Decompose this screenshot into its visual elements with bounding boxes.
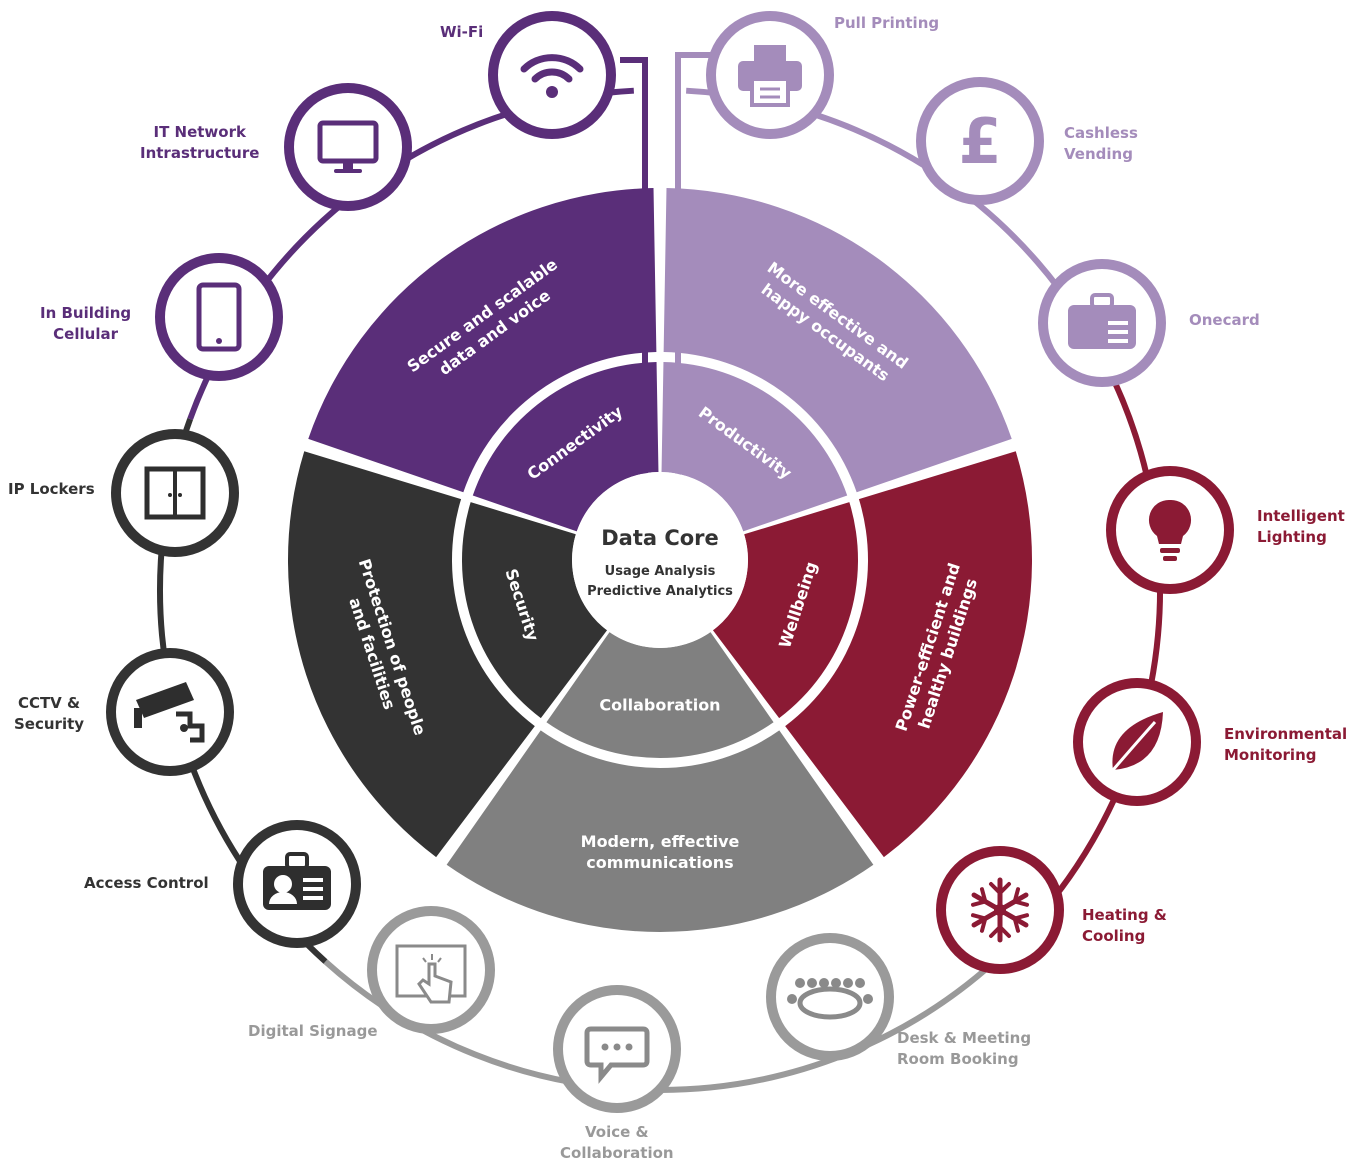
- node-access-control: [233, 820, 361, 948]
- segment-outer-security: [287, 451, 535, 858]
- segment-outer-wellbeing: [785, 451, 1032, 858]
- printer-icon: [738, 45, 802, 107]
- segment-outer-collaboration: [446, 730, 874, 932]
- leaf-icon: [1111, 712, 1163, 771]
- label-voice-collaboration: Voice &Collaboration: [560, 1123, 674, 1162]
- snowflake-icon: [970, 877, 1030, 943]
- monitor-icon: [317, 120, 379, 173]
- label-digital-signage: Digital Signage: [248, 1022, 378, 1040]
- lightbulb-icon: [1148, 499, 1192, 561]
- label-pull-printing: Pull Printing: [834, 14, 940, 32]
- core-title: Data Core: [601, 526, 719, 550]
- node-circle: [155, 253, 283, 381]
- node-desk-meeting: [766, 933, 894, 1061]
- node-circle: [766, 933, 894, 1061]
- segment-outer-productivity: [663, 188, 1012, 493]
- node-digital-signage: [367, 906, 495, 1034]
- node-circle: [106, 648, 234, 776]
- id-card-icon: [263, 852, 331, 910]
- segment-label-collaboration: Collaboration: [599, 696, 720, 715]
- label-cctv: CCTV &Security: [14, 694, 85, 733]
- segment-inner-security: [462, 502, 608, 719]
- touch-screen-icon: [395, 944, 467, 1004]
- label-wifi: Wi-Fi: [440, 23, 484, 41]
- segment-inner-productivity: [661, 362, 848, 532]
- node-circle: [916, 77, 1044, 205]
- label-onecard: Onecard: [1189, 311, 1260, 329]
- node-cashless-vending: £: [916, 77, 1044, 205]
- label-ip-lockers: IP Lockers: [8, 480, 95, 498]
- segment-label-collaboration: communications: [586, 853, 733, 872]
- node-cctv: [106, 648, 234, 776]
- meeting-table-icon: [787, 978, 873, 1020]
- card-holder-icon: [1068, 293, 1136, 349]
- core-line-2: Predictive Analytics: [587, 584, 733, 599]
- segment-inner-collaboration: [546, 632, 774, 758]
- segment-label-collaboration: Modern, effective: [581, 832, 740, 851]
- node-it-network: [284, 83, 412, 211]
- pound-sign-icon: £: [958, 105, 1001, 178]
- chat-bubble-icon: [584, 1026, 650, 1084]
- label-access-control: Access Control: [84, 874, 209, 892]
- segment-outer-connectivity: [308, 188, 657, 493]
- segment-inner-wellbeing: [712, 502, 858, 719]
- node-voice-collaboration: [553, 985, 681, 1113]
- core-line-1: Usage Analysis: [605, 564, 716, 579]
- node-circle: [284, 83, 412, 211]
- locker-icon: [144, 466, 206, 520]
- label-heating-cooling: Heating &Cooling: [1082, 906, 1167, 945]
- wifi-icon: [520, 54, 584, 98]
- cctv-camera-icon: [134, 682, 205, 743]
- node-heating-cooling: [936, 846, 1064, 974]
- segment-inner-connectivity: [472, 362, 659, 532]
- data-core-circle: [572, 472, 748, 648]
- node-environmental-monitoring: [1073, 678, 1201, 806]
- node-in-building-cellular: [155, 253, 283, 381]
- node-wifi: [488, 11, 616, 139]
- node-ip-lockers: [111, 429, 239, 557]
- node-pull-printing: [706, 11, 834, 139]
- node-onecard: [1038, 259, 1166, 387]
- svg-text:£: £: [958, 105, 1001, 178]
- tablet-icon: [196, 282, 242, 352]
- node-intelligent-lighting: [1106, 466, 1234, 594]
